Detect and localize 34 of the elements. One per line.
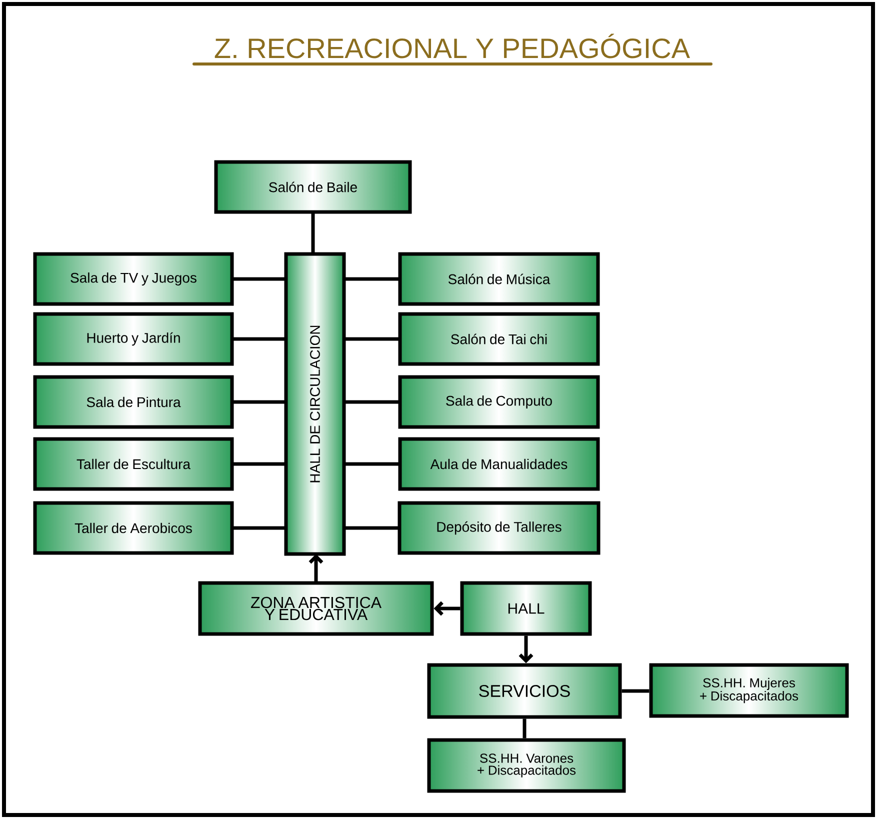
room-box: Salón de Música — [398, 252, 600, 306]
connector — [232, 462, 286, 466]
connector — [434, 601, 460, 616]
connector — [232, 277, 286, 281]
connector — [344, 462, 400, 466]
room-box: Sala de Pintura — [33, 375, 234, 429]
room-box: Huerto y Jardín — [33, 312, 234, 366]
title: Z. RECREACIONAL Y PEDAGÓGICA — [214, 34, 690, 58]
room-box: Taller de Escultura — [33, 437, 234, 491]
room-box: Salón de Tai chi — [398, 312, 600, 366]
room-box: HALL — [460, 581, 592, 636]
room-box: Sala de Computo — [398, 375, 600, 429]
connector — [308, 554, 324, 583]
connector — [344, 526, 400, 530]
connector — [344, 400, 400, 404]
connector — [622, 689, 650, 693]
connector — [232, 526, 286, 530]
connector — [518, 636, 534, 664]
connector — [344, 277, 400, 281]
connector — [522, 718, 526, 738]
room-box: Depósito de Talleres — [398, 501, 600, 555]
room-box: Salón de Baile — [214, 160, 412, 214]
connector — [311, 212, 315, 254]
corridor-box: HALL DE CIRCULACION — [284, 252, 346, 556]
room-box: Sala de TV y Juegos — [33, 252, 234, 306]
connector — [344, 337, 400, 341]
connector — [232, 337, 286, 341]
room-box: SERVICIOS — [427, 663, 622, 719]
room-box: ZONA ARTISTICA Y EDUCATIVA — [198, 581, 434, 636]
room-box: SS.HH. Varones + Discapacitados — [427, 738, 626, 793]
room-box: Taller de Aerobicos — [33, 501, 234, 555]
room-box: SS.HH. Mujeres + Discapacitados — [649, 663, 849, 718]
connector — [232, 400, 286, 404]
room-box: Aula de Manualidades — [398, 437, 600, 491]
